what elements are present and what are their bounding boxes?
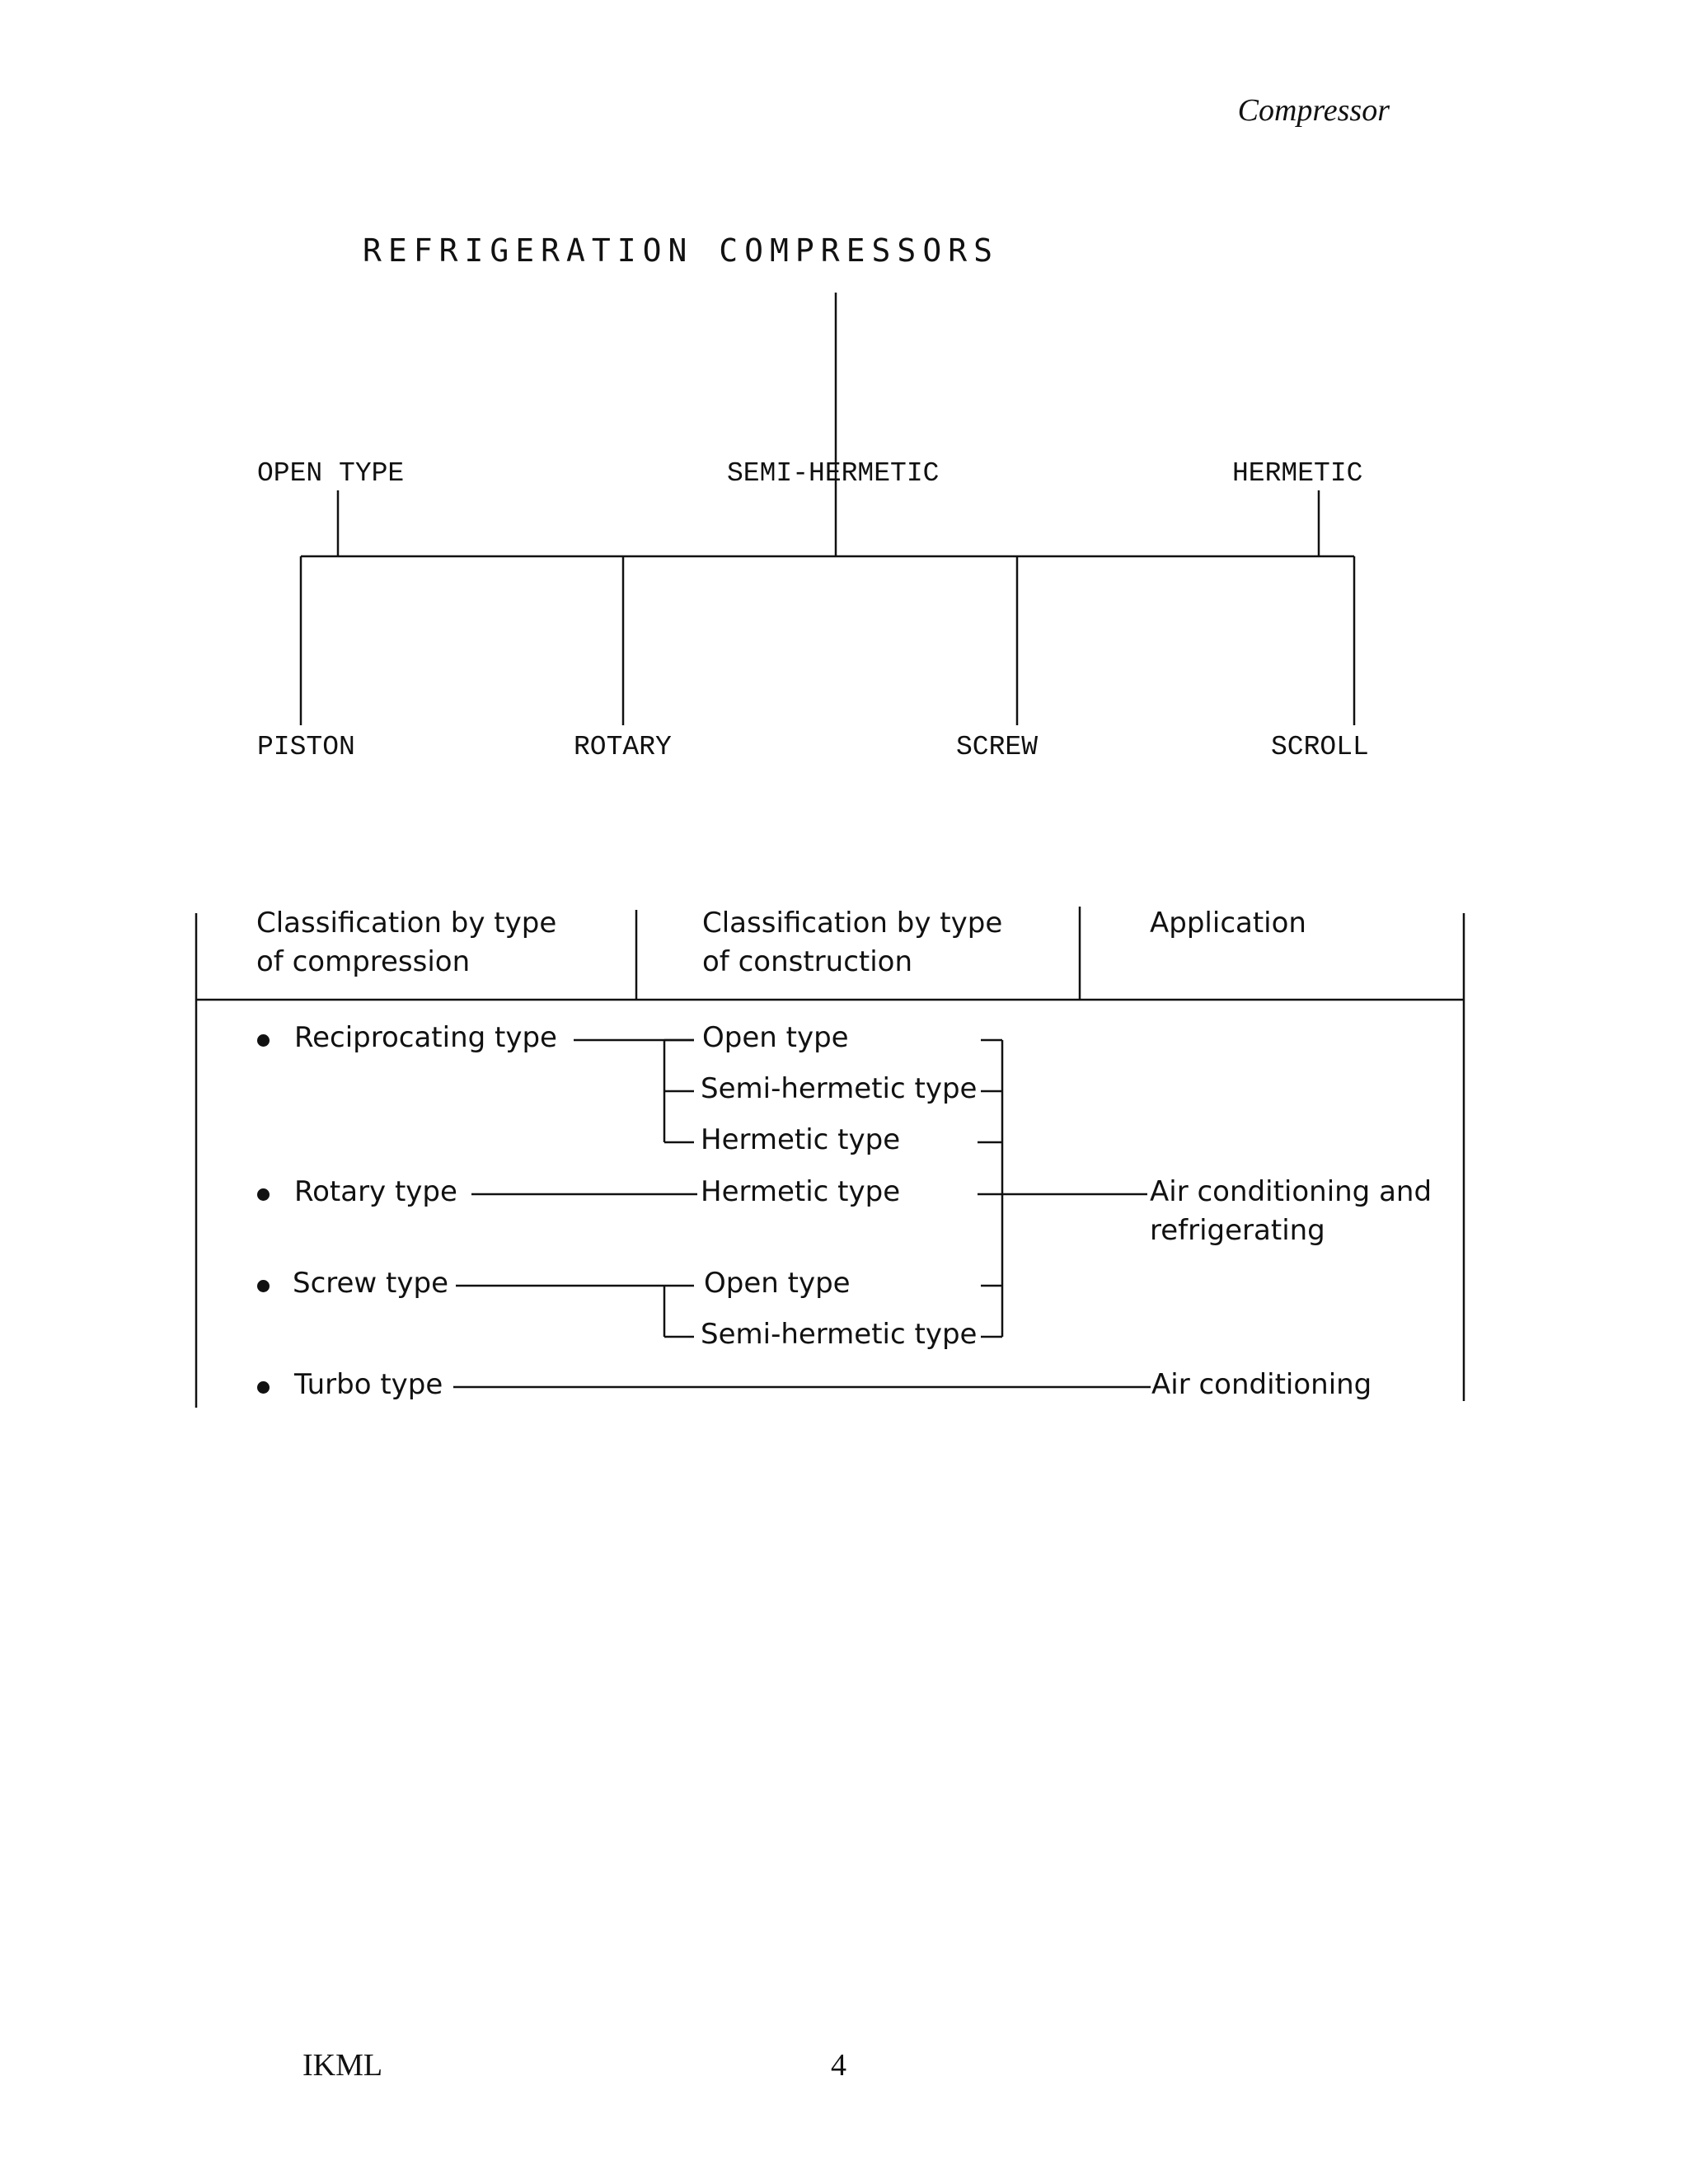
compression-turbo: Turbo type <box>294 1368 443 1401</box>
tree-node-hermetic: HERMETIC <box>1232 458 1363 489</box>
compression-reciprocating: Reciprocating type <box>294 1021 557 1054</box>
table-header-compression: Classification by type of compression <box>256 907 557 978</box>
bullet-icon <box>257 1188 270 1201</box>
application-ac-refrigerating: Air conditioning and refrigerating <box>1150 1175 1432 1247</box>
construction-semi-hermetic-2: Semi-hermetic type <box>701 1318 978 1351</box>
construction-hermetic-2: Hermetic type <box>701 1175 901 1208</box>
construction-open-2: Open type <box>704 1267 851 1300</box>
construction-semi-hermetic-1: Semi-hermetic type <box>701 1072 978 1105</box>
table-header-application: Application <box>1150 907 1306 940</box>
bullet-icon <box>257 1280 270 1292</box>
construction-open-1: Open type <box>702 1021 849 1054</box>
tree-node-piston: PISTON <box>257 732 355 762</box>
compression-rotary: Rotary type <box>294 1175 457 1208</box>
tree-node-rotary: ROTARY <box>574 732 672 762</box>
tree-title: REFRIGERATION COMPRESSORS <box>363 232 999 269</box>
table-header-construction: Classification by type of construction <box>702 907 1003 978</box>
tree-node-screw: SCREW <box>956 732 1039 762</box>
page-number: 4 <box>831 2048 846 2083</box>
footer-left: IKML <box>302 2048 383 2083</box>
compression-screw: Screw type <box>293 1267 448 1300</box>
construction-hermetic-1: Hermetic type <box>701 1123 901 1156</box>
bullet-icon <box>257 1381 270 1394</box>
tree-node-open-type: OPEN TYPE <box>257 458 405 489</box>
tree-node-semi-hermetic: SEMI-HERMETIC <box>727 458 940 489</box>
running-header: Compressor <box>1237 93 1390 128</box>
tree-node-scroll: SCROLL <box>1271 732 1369 762</box>
bullet-icon <box>257 1034 270 1047</box>
application-ac: Air conditioning <box>1151 1368 1372 1401</box>
